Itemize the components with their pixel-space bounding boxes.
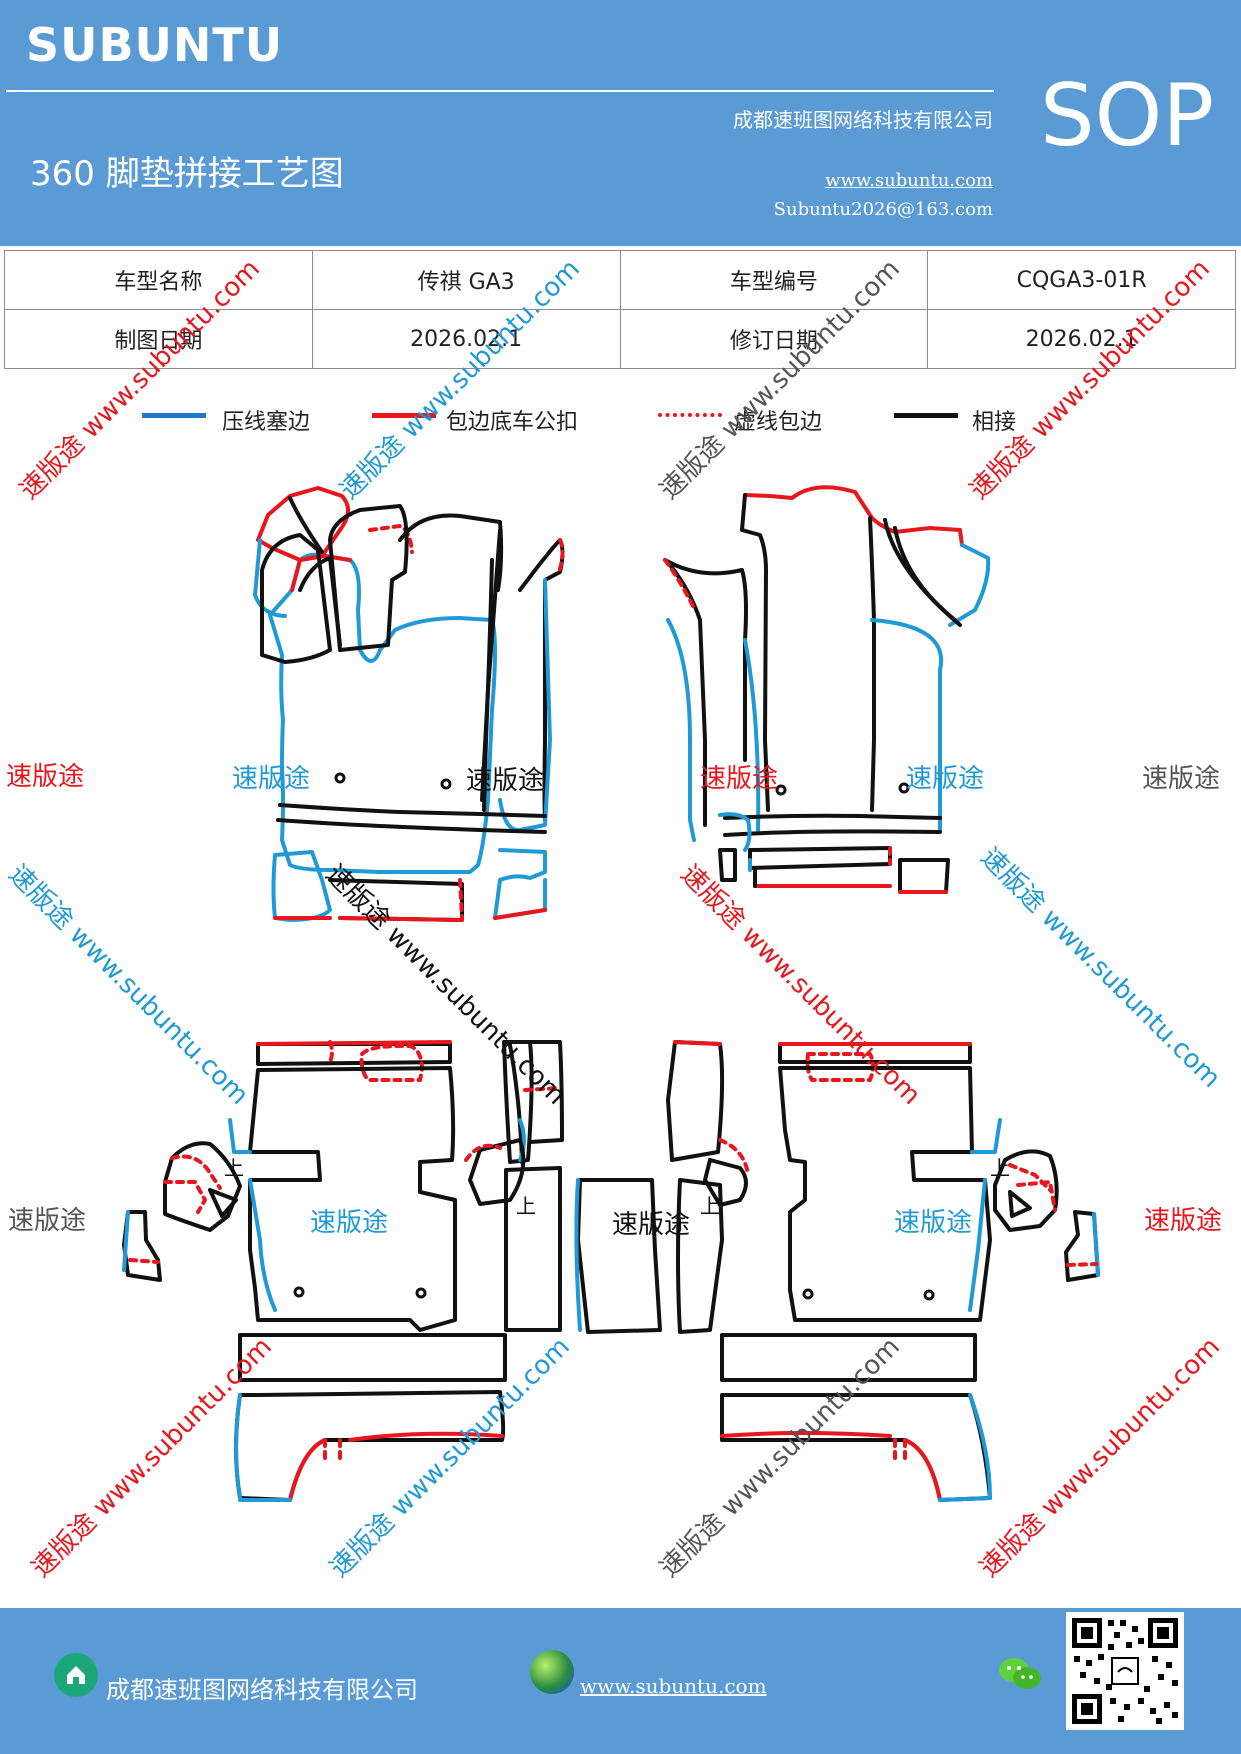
label-draw-date: 制图日期 <box>4 309 313 369</box>
header-divider <box>6 90 994 92</box>
watermark-brand: 速版途 <box>612 1210 691 1240</box>
home-icon <box>54 1653 98 1697</box>
footer-website-link[interactable]: www.subuntu.com <box>580 1674 767 1698</box>
value-model-name: 传祺 GA3 <box>311 250 621 310</box>
legend-label-red: 包边底车公扣 <box>446 410 579 435</box>
rear-left-mat-set <box>122 1040 662 1502</box>
label-model-code: 车型编号 <box>619 250 929 310</box>
legend-swatch-blue <box>142 413 206 418</box>
globe-icon <box>530 1650 574 1694</box>
watermark-brand: 速版途 <box>466 766 545 796</box>
footer-company: 成都速班图网络科技有限公司 <box>106 1676 418 1704</box>
value-revise-date: 2026.02.1 <box>927 309 1236 369</box>
watermark-brand: 速版途 <box>232 764 311 794</box>
qr-code <box>1066 1612 1184 1730</box>
floor-mat-drawing <box>122 485 1100 1502</box>
part-mark-up: 上 <box>224 1156 244 1180</box>
label-revise-date: 修订日期 <box>619 309 929 369</box>
vehicle-info-table: 车型名称 传祺 GA3 车型编号 CQGA3-01R 制图日期 2026.02.… <box>4 250 1236 369</box>
sop-badge: SOP <box>1040 66 1215 166</box>
front-right-mat-set <box>663 485 991 894</box>
wechat-icon <box>996 1654 1044 1694</box>
page-title: 360 脚垫拼接工艺图 <box>30 154 344 194</box>
watermark-brand: 速版途 <box>700 764 779 794</box>
watermark-brand: 速版途 <box>1142 764 1221 794</box>
legend-label-blue: 压线塞边 <box>222 410 311 435</box>
table-row: 制图日期 2026.02.1 修订日期 2026.02.1 <box>4 309 1236 369</box>
part-mark-up: 上 <box>516 1194 536 1218</box>
website-link[interactable]: www.subuntu.com <box>825 170 993 191</box>
watermark-brand: 速版途 <box>894 1208 973 1238</box>
part-mark-up: 上 <box>990 1156 1010 1180</box>
watermark-brand: 速版途 <box>1144 1206 1223 1236</box>
watermark-brand: 速版途 <box>310 1208 389 1238</box>
legend-label-black: 相接 <box>972 410 1017 435</box>
header-banner: SUBUNTU 成都速班图网络科技有限公司 360 脚垫拼接工艺图 www.su… <box>0 0 1241 246</box>
watermark-brand: 速版途 <box>6 762 85 792</box>
footer: 成都速班图网络科技有限公司 www.subuntu.com <box>0 1608 1241 1754</box>
legend-swatch-black <box>894 413 958 418</box>
front-left-mat-set <box>253 486 565 922</box>
watermark-brand: 速版途 <box>906 764 985 794</box>
rear-right-mat-set <box>666 1040 1100 1502</box>
value-draw-date: 2026.02.1 <box>311 309 621 369</box>
email-address: Subuntu2026@163.com <box>773 199 993 220</box>
company-name: 成都速班图网络科技有限公司 <box>733 108 993 132</box>
brand-logo: SUBUNTU <box>26 18 284 72</box>
legend-swatch-red-dotted <box>658 413 722 417</box>
mat-piece <box>268 552 497 875</box>
legend-swatch-red <box>372 413 436 418</box>
label-model-name: 车型名称 <box>4 250 313 310</box>
legend-label-red-dotted: 虚线包边 <box>734 410 823 435</box>
legend: 压线塞边 包边底车公扣 虚线包边 相接 <box>0 404 1241 435</box>
part-mark-up: 上 <box>700 1194 720 1218</box>
watermark-brand: 速版途 <box>8 1206 87 1236</box>
